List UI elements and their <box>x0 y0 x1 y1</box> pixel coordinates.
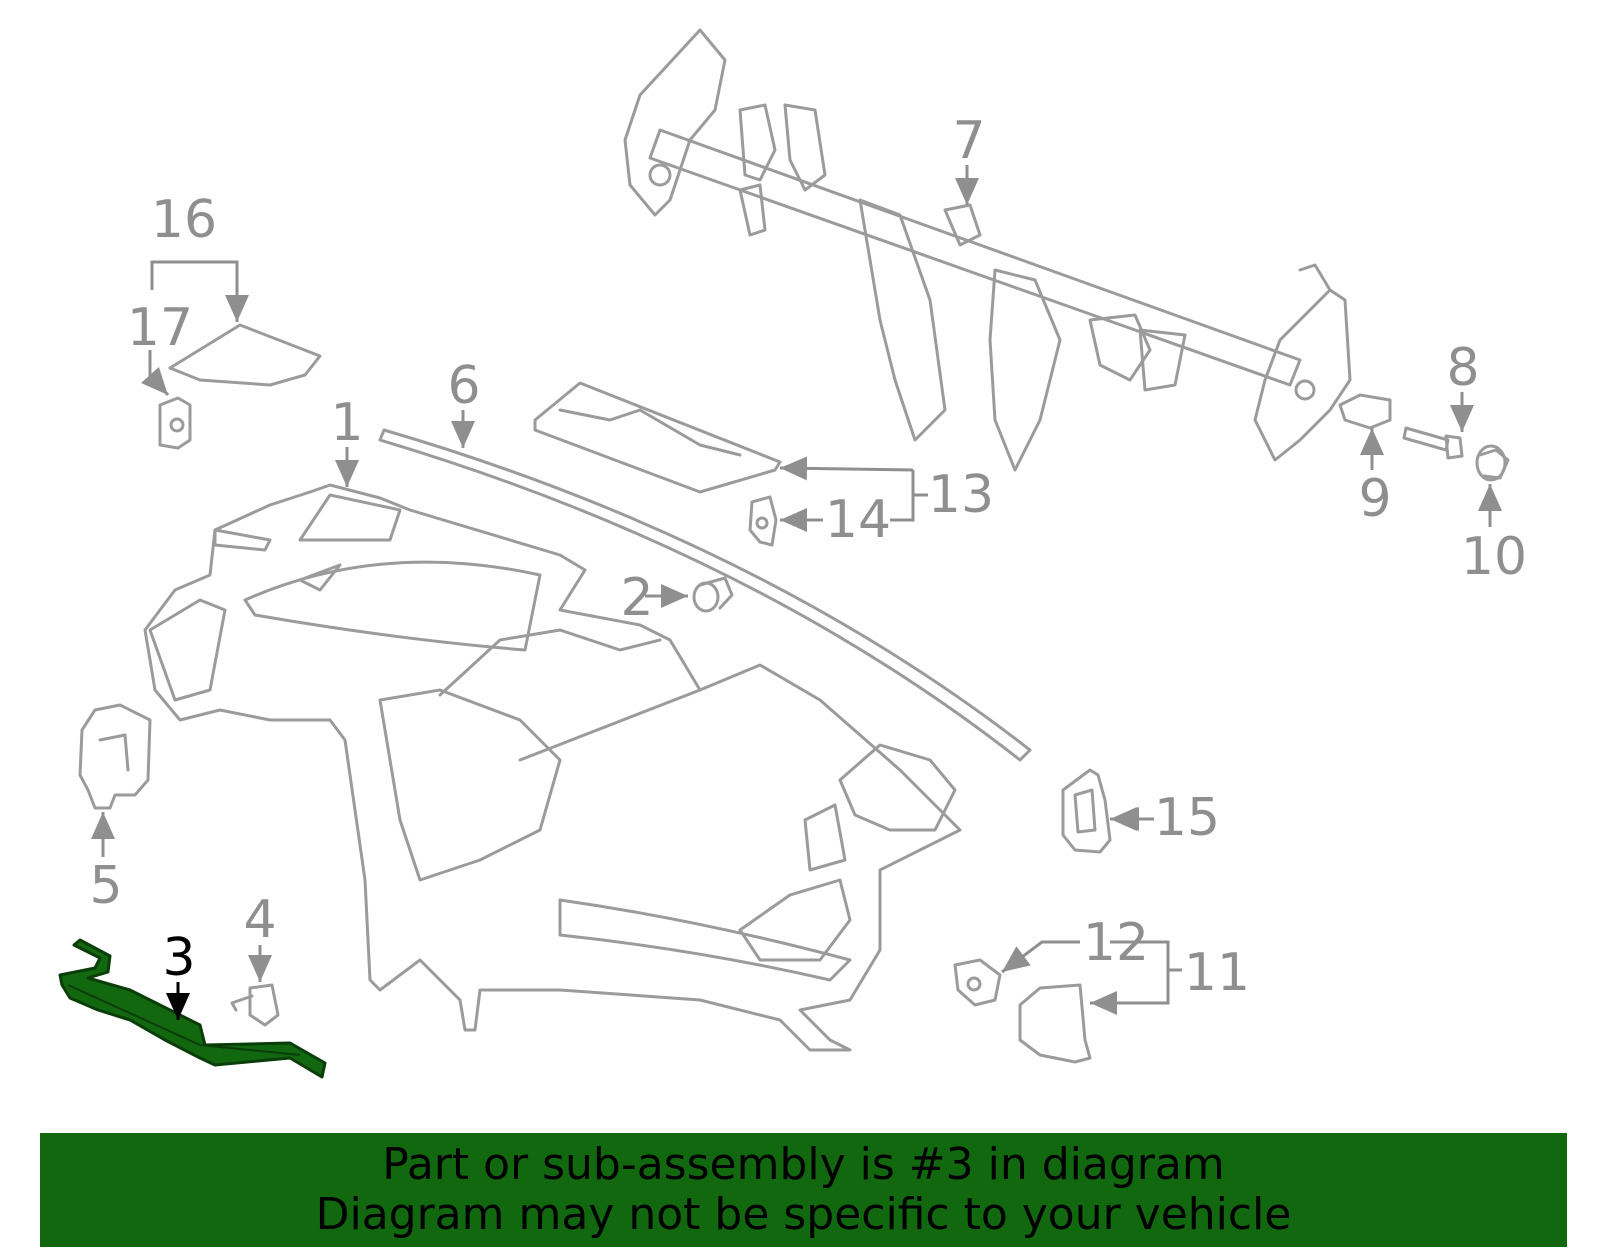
part-3-highlighted-bar <box>58 938 327 1079</box>
callout-8: 8 <box>1446 338 1479 398</box>
info-banner: Part or sub-assembly is #3 in diagram Di… <box>40 1133 1567 1247</box>
callout-1: 1 <box>330 393 363 453</box>
callout-6: 6 <box>447 356 480 416</box>
callout-10: 10 <box>1461 527 1527 587</box>
part-16-lid <box>168 323 322 387</box>
part-13-top-cover <box>533 381 782 494</box>
part-8-bolt <box>1402 426 1464 460</box>
part-2-vent <box>692 576 734 613</box>
part-7-support-beam <box>623 28 1352 472</box>
callout-5: 5 <box>89 856 122 916</box>
part-3-shape <box>58 938 327 1079</box>
part-6-trim-strip <box>378 428 1032 762</box>
callout-16: 16 <box>151 190 217 250</box>
part-4-bracket <box>230 983 280 1027</box>
callout-3: 3 <box>162 928 195 988</box>
part-10-cap <box>1475 444 1510 482</box>
part-5-side-duct <box>78 703 152 810</box>
callout-17: 17 <box>127 298 193 358</box>
part-15-cover <box>1061 768 1112 854</box>
part-11-cover <box>1018 983 1092 1064</box>
banner-line-2: Diagram may not be specific to your vehi… <box>315 1189 1292 1240</box>
part-1-instrument-panel <box>143 483 962 1052</box>
part-12-clip <box>953 958 1002 1007</box>
part-14-clip <box>748 495 778 547</box>
callout-15: 15 <box>1154 788 1220 848</box>
callout-7: 7 <box>952 111 985 171</box>
part-17-clip <box>158 396 192 450</box>
callout-12: 12 <box>1083 913 1149 973</box>
callout-13: 13 <box>928 465 994 525</box>
callout-14: 14 <box>825 490 891 550</box>
leader-lines <box>91 165 1502 1020</box>
callout-2: 2 <box>620 568 653 628</box>
callout-4: 4 <box>243 890 276 950</box>
callout-11: 11 <box>1184 943 1250 1003</box>
part-9-bracket <box>1338 393 1392 430</box>
callout-9: 9 <box>1358 469 1391 529</box>
callout-labels: 1 2 3 4 5 6 7 8 9 10 11 12 13 14 15 16 1… <box>89 111 1527 1003</box>
banner-line-1: Part or sub-assembly is #3 in diagram <box>382 1139 1225 1190</box>
